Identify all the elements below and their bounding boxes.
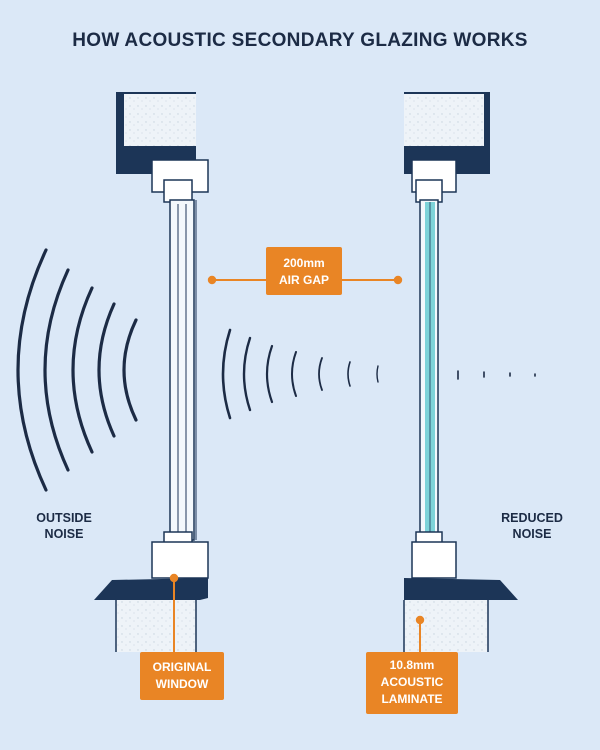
original-window-assembly — [94, 92, 209, 652]
inside-sill — [404, 578, 518, 600]
reduced-sound-dots — [457, 370, 536, 380]
outside-sound-waves — [16, 248, 138, 492]
acoustic-laminate-callout: 10.8mm ACOUSTIC LAMINATE — [366, 652, 458, 714]
air-gap-callout: 200mm AIR GAP — [266, 247, 342, 295]
original-window-callout: ORIGINAL WINDOW — [140, 652, 224, 700]
gap-sound-waves — [221, 328, 379, 420]
secondary-glazing-assembly — [403, 92, 518, 652]
diagram-title: HOW ACOUSTIC SECONDARY GLAZING WORKS — [72, 30, 528, 51]
reduced-noise-label: REDUCED NOISE — [501, 511, 563, 541]
callout-connectors — [169, 275, 425, 652]
outside-sill — [94, 578, 208, 600]
outside-noise-label: OUTSIDE NOISE — [36, 511, 92, 541]
original-glass — [169, 199, 195, 541]
